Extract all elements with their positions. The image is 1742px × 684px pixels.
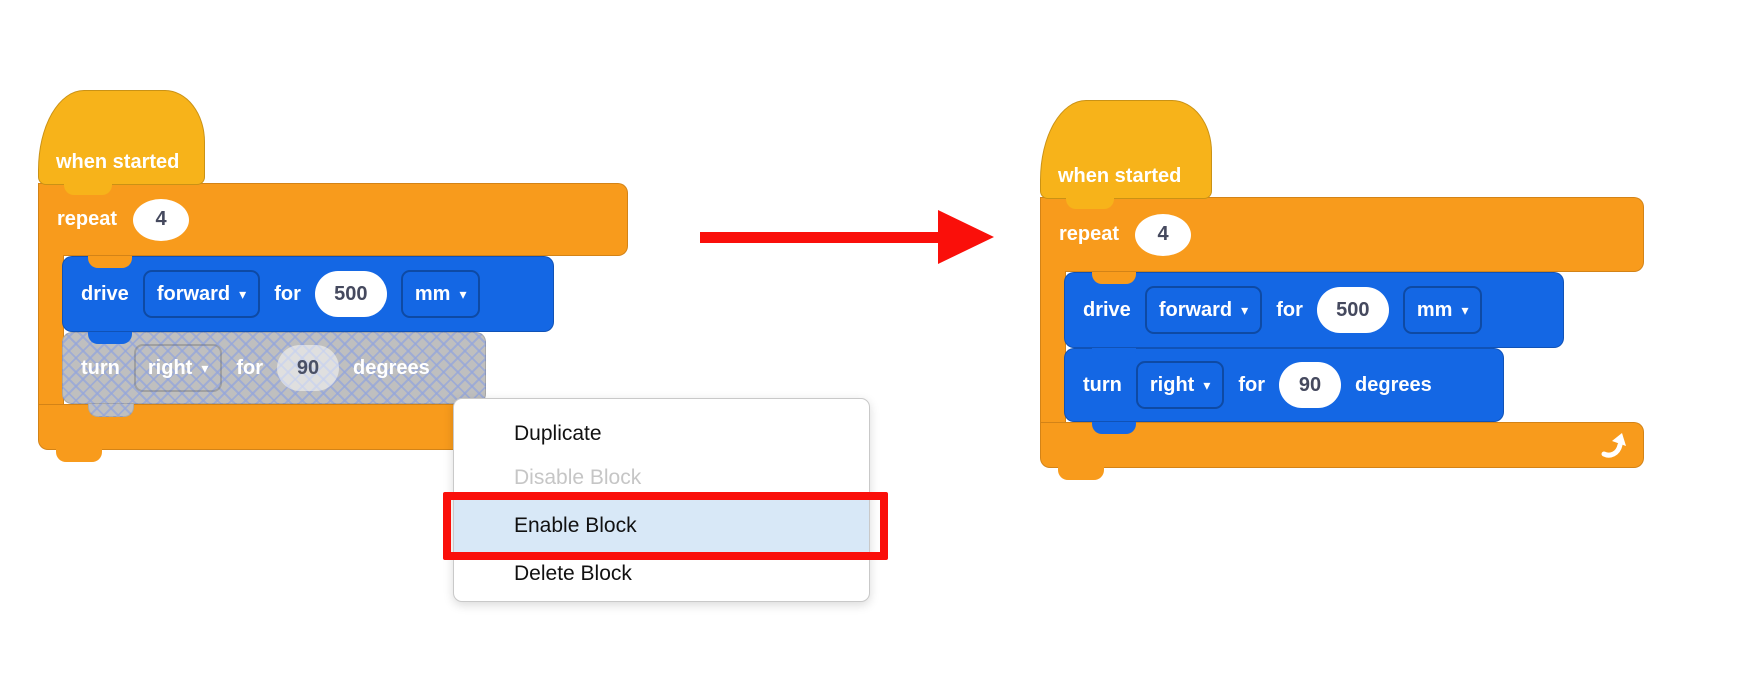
when-started-label: when started <box>56 151 180 173</box>
menu-item-duplicate[interactable]: Duplicate <box>514 422 602 445</box>
drive-label: drive <box>1083 298 1131 321</box>
turn-block-left-disabled[interactable]: turn right ▾ for 90 degrees <box>62 332 486 404</box>
turn-block-right-enabled[interactable]: turn right ▾ for 90 degrees <box>1064 348 1504 422</box>
menu-item-delete-block[interactable]: Delete Block <box>514 562 632 585</box>
drive-direction-value: forward <box>1158 298 1233 321</box>
turn-degrees-label: degrees <box>353 356 430 379</box>
drive-distance-input[interactable]: 500 <box>1316 287 1389 333</box>
drive-connector-tab <box>1092 348 1136 360</box>
enable-block-label: Enable Block <box>514 514 637 537</box>
repeat-loop-arrow-icon <box>1596 430 1630 465</box>
repeat-block-wall-right[interactable] <box>1040 271 1066 422</box>
chevron-down-icon: ▾ <box>1461 302 1469 318</box>
red-highlight-outline <box>443 492 888 560</box>
when-started-hat-block-left[interactable]: when started <box>38 90 205 185</box>
drive-connector-tab <box>88 332 132 344</box>
turn-angle-input[interactable]: 90 <box>1279 362 1342 408</box>
drive-for-label: for <box>274 282 301 305</box>
transition-arrow-shaft <box>700 232 940 243</box>
repeat-count-input[interactable]: 4 <box>1135 213 1192 256</box>
drive-label: drive <box>81 282 129 305</box>
menu-item-enable-block[interactable]: Enable Block <box>443 492 888 560</box>
hat-connector-tab <box>1066 197 1114 209</box>
chevron-down-icon: ▾ <box>459 286 467 302</box>
turn-connector-tab <box>1092 422 1136 434</box>
drive-unit-dropdown[interactable]: mm ▾ <box>1402 286 1483 334</box>
turn-degrees-label: degrees <box>1355 373 1432 396</box>
drive-unit-value: mm <box>1416 298 1453 321</box>
chevron-down-icon: ▾ <box>201 360 209 376</box>
hat-connector-tab <box>64 183 112 195</box>
turn-direction-dropdown[interactable]: right ▾ <box>1135 361 1225 409</box>
repeat-label: repeat <box>57 208 118 230</box>
drive-unit-dropdown[interactable]: mm ▾ <box>400 270 481 318</box>
stack-bottom-tab <box>1058 465 1104 480</box>
menu-item-disable-block[interactable]: Disable Block <box>514 466 642 489</box>
turn-for-label: for <box>1238 373 1266 396</box>
drive-for-label: for <box>1276 298 1303 321</box>
chevron-down-icon: ▾ <box>1203 377 1211 393</box>
chevron-down-icon: ▾ <box>1241 302 1249 318</box>
repeat-label: repeat <box>1059 223 1120 245</box>
repeat-block-top-right[interactable]: repeat 4 <box>1040 197 1644 272</box>
stack-bottom-tab <box>56 447 102 462</box>
context-menu: Duplicate Disable Block Enable Block Del… <box>443 398 888 602</box>
turn-angle-input[interactable]: 90 <box>277 345 340 391</box>
repeat-count-input[interactable]: 4 <box>133 198 190 241</box>
repeat-block-bottom-right[interactable] <box>1040 422 1644 468</box>
turn-connector-tab <box>88 404 134 417</box>
when-started-label: when started <box>1058 165 1182 187</box>
turn-direction-value: right <box>1149 373 1195 396</box>
repeat-connector-tab <box>88 256 132 268</box>
repeat-block-wall-left[interactable] <box>38 255 64 405</box>
when-started-hat-block-right[interactable]: when started <box>1040 100 1212 199</box>
repeat-block-top-left[interactable]: repeat 4 <box>38 183 628 256</box>
turn-direction-value: right <box>147 356 193 379</box>
drive-block-left[interactable]: drive forward ▾ for 500 mm ▾ <box>62 256 554 332</box>
drive-direction-dropdown[interactable]: forward ▾ <box>1144 286 1263 334</box>
turn-label: turn <box>81 356 120 379</box>
transition-arrow-head <box>938 210 994 264</box>
drive-block-right[interactable]: drive forward ▾ for 500 mm ▾ <box>1064 272 1564 348</box>
turn-direction-dropdown[interactable]: right ▾ <box>133 344 223 392</box>
drive-distance-input[interactable]: 500 <box>314 271 387 317</box>
turn-label: turn <box>1083 373 1122 396</box>
chevron-down-icon: ▾ <box>239 286 247 302</box>
drive-unit-value: mm <box>414 282 451 305</box>
repeat-connector-tab <box>1092 272 1136 284</box>
turn-for-label: for <box>236 356 264 379</box>
drive-direction-dropdown[interactable]: forward ▾ <box>142 270 261 318</box>
drive-direction-value: forward <box>156 282 231 305</box>
